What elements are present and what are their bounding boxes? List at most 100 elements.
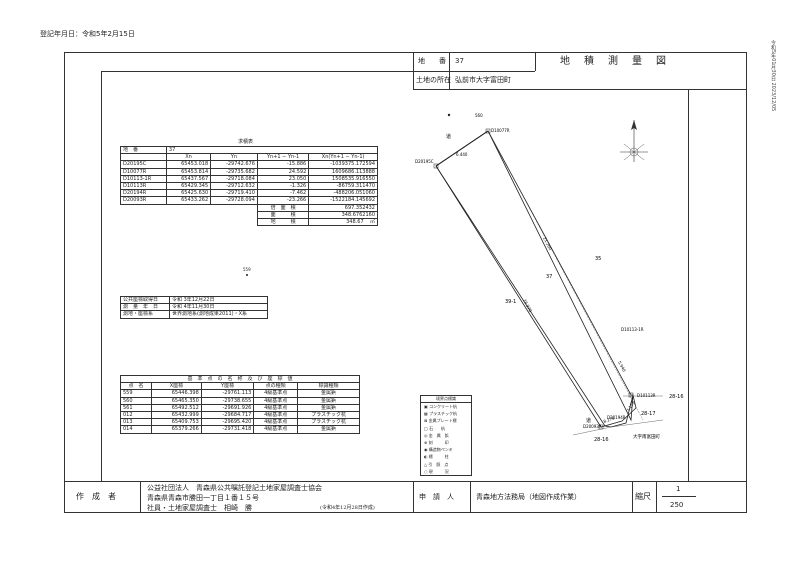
registration-date: 登記年月日：令和5年2月15日 — [40, 30, 135, 38]
point-label: D10113R — [637, 393, 656, 398]
lot-number: 28-17 — [641, 411, 656, 417]
cell: 23.050 — [256, 174, 310, 184]
road-label: 道 — [446, 133, 451, 140]
cell: -29731.418 — [200, 425, 255, 434]
legend-item-label: 刻 印 — [428, 439, 449, 445]
calc-table-title: 求積表 — [238, 139, 254, 145]
corner-marker-icon — [628, 392, 634, 398]
ref-table-title: 基 準 点 の 名 称 及 び 座 標 値 — [120, 374, 360, 384]
cell: 560 — [119, 396, 153, 405]
ref-point-label: 560 — [475, 113, 483, 118]
cell: 公共座標取得日 — [120, 295, 170, 305]
lot-line — [572, 426, 612, 436]
cell: 倍 面 積 — [256, 203, 310, 212]
cell: 令和 3年12月22日 — [168, 295, 269, 305]
legend-item-label: 金属プレート標 — [428, 418, 457, 424]
legend-item: ⊕ 刻 印 — [424, 439, 471, 446]
cell: -29735.682 — [210, 167, 258, 176]
cell: -29719.410 — [210, 189, 258, 198]
chiban-value: 37 — [455, 57, 464, 65]
cell: 65465.350 — [151, 396, 202, 405]
lot-number: 39-1 — [505, 299, 516, 305]
header-cell: X座標 — [151, 382, 202, 391]
boundary-line — [435, 130, 489, 167]
cell: 4級基準点 — [253, 389, 299, 398]
location-label: 土地の所在 — [416, 76, 451, 84]
ref-point-label: 559 — [243, 267, 251, 272]
cell: 令和 4年11月30日 — [168, 303, 269, 312]
header-cell: Yn+1 − Yn-1 — [256, 153, 310, 162]
cell: -488206.051060 — [308, 189, 378, 198]
applicant-label: 申 請 人 — [419, 493, 454, 501]
scale-numerator: 1 — [676, 485, 681, 493]
drawing-frame — [64, 52, 747, 513]
street-label: 大字南富田町 — [633, 433, 660, 440]
distance-label: 7.125 — [626, 400, 636, 413]
cell: -29684.717 — [200, 411, 255, 420]
road-label: 道 — [586, 417, 591, 424]
distance-label: 21.260 — [542, 236, 553, 251]
scale-label: 縮尺 — [635, 492, 651, 501]
cell: -15.886 — [256, 160, 310, 169]
cell: 24.592 — [256, 167, 310, 176]
distance-label: 26.970 — [522, 298, 533, 313]
legend-box: 境界点標識 ▣ コンクリート杭 ▦ プラスチック杭 ⊠ 金属プレート標 □ 石 … — [420, 395, 472, 476]
point-label: D20093R — [583, 424, 602, 429]
legend-item: △ 引 照 点 — [424, 461, 471, 468]
cell: 65425.630 — [165, 189, 212, 198]
point-label: D20195C — [415, 159, 434, 164]
point-label: D10077R — [491, 128, 510, 133]
cell: 013 — [119, 418, 153, 427]
cell: 4級基準点 — [253, 411, 299, 420]
lot-line — [610, 419, 664, 428]
author-line-1: 公益社団法人 青森県公共嘱託登記土地家屋調査士協会 — [147, 484, 322, 492]
area-value: 348.67 — [346, 219, 364, 226]
legend-item-label: コンクリート杭 — [429, 404, 458, 409]
cell: -86759.311470 — [308, 182, 378, 191]
table-row: 測 量 年 日令和 4年11月30日 — [120, 303, 269, 312]
cell: D20194R — [120, 189, 167, 198]
cell: 4級基準点 — [253, 403, 299, 413]
legend-item: ▣ コンクリート杭 — [424, 403, 471, 410]
parcel-map: D20195C D10077R D10113-1R D10113R D20194… — [415, 113, 684, 443]
cell: 金属鋲 — [297, 396, 360, 405]
cell: 014 — [119, 425, 153, 434]
ref-point-icon — [447, 113, 451, 117]
side-stamp: 令和5年01月30日 2023/12/05 — [770, 40, 776, 112]
scale-divider — [662, 496, 696, 497]
cell: -29691.926 — [200, 403, 255, 413]
chiban-label: 地 番 — [418, 57, 446, 65]
cell: D10113R — [120, 182, 167, 191]
cell: 1609686.113888 — [308, 167, 378, 176]
header-cell: Y座標 — [200, 382, 255, 391]
lot-number: 37 — [546, 274, 552, 280]
legend-item: ◐ 標 柱 — [424, 453, 471, 460]
calc-table: 地 番 37 Xn Yn Yn+1 − Yn-1 Xn(Yn+1 − Yn-1)… — [120, 145, 379, 227]
author-line-2: 青森県青森市勝田一丁目１番１５号 — [147, 494, 259, 502]
cell: 測 量 年 日 — [120, 303, 170, 312]
legend-symbol-icon: ◎ — [424, 432, 429, 438]
author-note: (令和4年12月28日作成) — [320, 505, 375, 511]
legend-symbol-icon: ⊕ — [424, 439, 429, 445]
legend-symbol-icon: ▣ — [424, 404, 430, 409]
table-row: 公共座標取得日令和 3年12月22日 — [120, 295, 269, 305]
cell: 65409.753 — [151, 418, 202, 427]
cell: -29761.113 — [200, 389, 255, 398]
cell: 4級基準点 — [253, 396, 299, 405]
applicant-value: 青森地方法務局（地図作成作業） — [476, 493, 581, 501]
cell: 金属鋲 — [297, 389, 360, 398]
legend-item-label: 石 杭 — [429, 425, 446, 431]
cell: -29742.676 — [210, 160, 258, 169]
chiban-label-cell: 地 番 — [120, 145, 167, 155]
distance-label: 6.440 — [456, 152, 468, 157]
legend-item-label: 標 柱 — [428, 454, 449, 460]
cell: -29728.094 — [210, 196, 258, 205]
